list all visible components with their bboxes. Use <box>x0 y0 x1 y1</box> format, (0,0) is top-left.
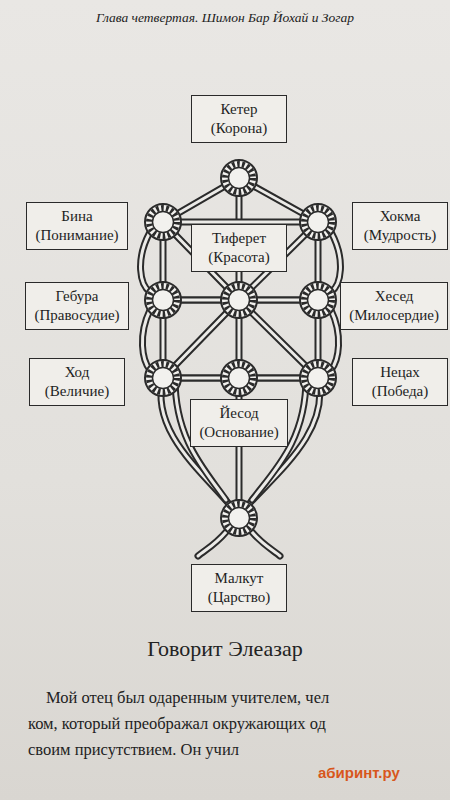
sephira-name: Малкут (Царство) <box>208 569 271 607</box>
sephira-label-box: Ход (Величие) <box>29 358 125 406</box>
arm-line <box>141 232 150 292</box>
running-head: Глава четвертая. Шимон Бар Йохай и Зогар <box>96 10 354 26</box>
foot-line <box>252 532 280 556</box>
sephira-core <box>153 212 174 233</box>
body-text: Мой отец был одаренным учителем, чел <box>46 688 329 708</box>
sephira-name: Хокма (Мудрость) <box>364 207 437 245</box>
foot-line <box>198 532 226 556</box>
sephira-label-box: Тиферет (Красота) <box>191 224 287 272</box>
sephira-label-box: Бина (Понимание) <box>26 202 127 250</box>
sephira-name: Гебура (Правосудие) <box>34 287 119 325</box>
sephira-label-box: Нецах (Победа) <box>352 358 448 406</box>
sephira-name: Тиферет (Красота) <box>208 229 270 267</box>
sephira-label-box: Гебура (Правосудие) <box>25 282 128 330</box>
body-text: ком, который преображал окружающих од <box>28 714 326 734</box>
sephira-label-box: Кетер (Корона) <box>191 95 287 143</box>
foot-line <box>198 532 226 556</box>
sephira-circle <box>300 204 336 240</box>
sephira-name: Ход (Величие) <box>45 363 109 401</box>
sephira-circle <box>221 500 257 536</box>
sephira-label-box: Хокма (Мудрость) <box>352 202 448 250</box>
sephira-core <box>308 368 329 389</box>
arm-line <box>141 232 150 292</box>
sephira-core <box>229 368 250 389</box>
sephira-core <box>153 290 174 311</box>
arm-line <box>331 232 340 292</box>
watermark: абиринт.ру <box>318 764 400 781</box>
sephira-core <box>229 290 250 311</box>
sephira-circle <box>145 282 181 318</box>
sephira-core <box>308 290 329 311</box>
foot-line <box>252 532 280 556</box>
arm-line <box>142 310 150 370</box>
sephira-core <box>153 368 174 389</box>
section-heading: Говорит Элеазар <box>147 636 302 662</box>
sephira-beads <box>225 504 253 532</box>
body-text: своим присутствием. Он учил <box>28 740 239 760</box>
sephira-circle <box>221 282 257 318</box>
sephira-beads <box>149 208 177 236</box>
sephira-circle <box>300 282 336 318</box>
sephira-label-box: Малкут (Царство) <box>191 564 287 612</box>
sephira-beads <box>225 286 253 314</box>
sephira-core <box>308 212 329 233</box>
sephira-core <box>229 508 250 529</box>
sephira-circle <box>300 360 336 396</box>
sephira-beads <box>304 208 332 236</box>
sephira-label-box: Хесед (Милосердие) <box>340 282 448 330</box>
sephira-circle <box>145 204 181 240</box>
sephira-name: Нецах (Победа) <box>372 363 429 401</box>
sephira-name: Хесед (Милосердие) <box>349 287 439 325</box>
arm-line <box>331 232 340 292</box>
sephira-circle <box>221 360 257 396</box>
sephira-beads <box>149 286 177 314</box>
arm-line <box>331 310 339 370</box>
sephira-beads <box>304 286 332 314</box>
sephira-beads <box>304 364 332 392</box>
channel-line <box>163 221 318 224</box>
sephira-name: Кетер (Корона) <box>211 100 267 138</box>
arm-line <box>331 310 339 370</box>
sephira-name: Бина (Понимание) <box>35 207 118 245</box>
sephira-name: Йесод (Основание) <box>199 404 278 442</box>
sephira-circle <box>145 360 181 396</box>
sephira-beads <box>149 364 177 392</box>
arm-line <box>142 310 150 370</box>
sephira-beads <box>225 164 253 192</box>
sephira-circle <box>221 160 257 196</box>
sephira-core <box>229 168 250 189</box>
sephira-beads <box>225 364 253 392</box>
sephira-label-box: Йесод (Основание) <box>190 399 287 447</box>
